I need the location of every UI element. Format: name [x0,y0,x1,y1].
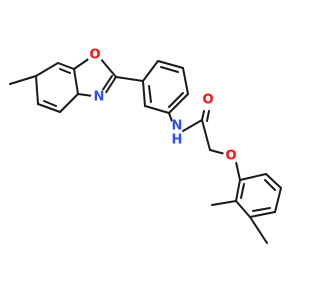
bond [235,161,241,181]
bond [35,75,39,105]
bond [73,57,91,70]
bond [73,68,79,95]
bond [249,216,268,244]
bond [201,119,211,151]
bond [9,75,37,85]
atom-label-carbonyl-oxygen: O [202,93,213,108]
bond [59,93,79,113]
bond [209,149,226,155]
bond [160,66,179,73]
molecule-structure: O N O N H O [9,47,282,244]
atom-labels: O N O N H O [87,47,239,164]
bond [211,200,237,206]
bond [249,211,276,218]
atom-label-oxygen: O [89,48,100,63]
atom-label-nitrogen: N [94,90,105,105]
bond [77,93,94,97]
bond [182,67,189,95]
bond [235,200,251,218]
bond [104,76,117,95]
bond [168,92,184,108]
bond [101,75,113,92]
bond-lines [9,57,282,244]
atom-label-ether-oxygen: O [225,149,236,164]
bond [206,110,210,122]
bond [43,100,57,107]
bond [264,179,276,191]
bond [142,80,146,107]
bond [35,62,59,77]
bond [148,85,152,103]
bond [182,119,203,132]
bond [265,173,282,189]
bond [115,76,144,82]
bond [99,57,117,78]
atom-label-amide-nitrogen: N [172,119,183,134]
bond [168,93,189,114]
bond [57,62,75,70]
bond [59,68,71,74]
bond [37,103,61,113]
atom-label-amide-hydrogen: H [172,133,183,148]
bond [144,105,170,114]
bond [240,183,245,199]
bond [142,60,159,82]
bond [239,173,267,181]
bond [274,187,282,213]
bond [235,179,241,202]
bond [252,207,271,212]
bond [201,110,205,121]
bond [157,60,184,69]
